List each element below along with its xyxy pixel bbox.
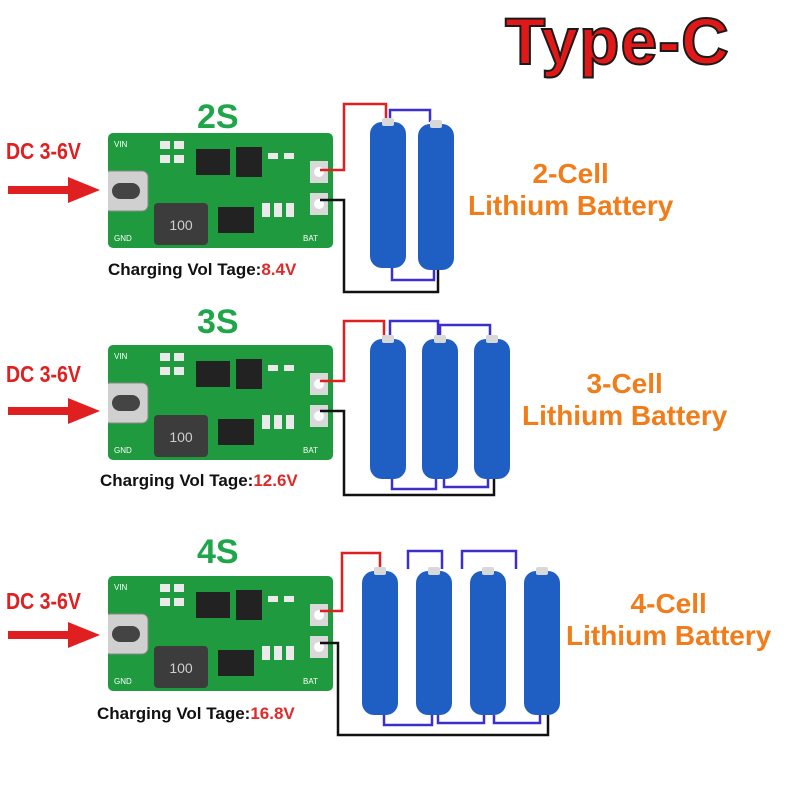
svg-text:GND: GND <box>114 677 132 686</box>
battery-cell-icon <box>370 122 406 268</box>
input-arrow-icon <box>8 622 100 648</box>
voltage-value: 8.4V <box>261 260 297 279</box>
charging-voltage-4s: Charging Vol Tage:16.8V <box>97 704 295 723</box>
charger-board: 100 VIN GND BAT <box>108 345 333 460</box>
battery-pack-3-cell <box>320 319 510 497</box>
battery-pack-2-cell <box>320 102 454 294</box>
charger-board: 100 VIN GND BAT <box>108 133 333 248</box>
battery-pack-4-cell <box>320 549 560 737</box>
section-label-2s: 2S <box>197 98 239 136</box>
inductor-marking: 100 <box>169 429 193 445</box>
cell-label-4: 4-Cell Lithium Battery <box>566 588 771 652</box>
input-voltage-label: DC 3-6V <box>6 361 81 387</box>
cell-count-text: 3-Cell <box>586 368 663 399</box>
inductor-icon <box>154 646 208 688</box>
cell-label-2: 2-Cell Lithium Battery <box>468 158 673 222</box>
inductor-icon <box>154 203 208 245</box>
input-arrow-icon <box>8 177 100 203</box>
inductor-marking: 100 <box>169 660 193 676</box>
cell-type-text: Lithium Battery <box>522 400 728 432</box>
battery-cell-icon <box>470 571 506 715</box>
voltage-value: 16.8V <box>250 704 295 723</box>
charging-voltage-2s: Charging Vol Tage:8.4V <box>108 260 297 279</box>
battery-cell-icon <box>418 124 454 270</box>
input-voltage-label: DC 3-6V <box>6 588 81 614</box>
voltage-value: 12.6V <box>253 471 298 490</box>
inductor-icon <box>154 415 208 457</box>
battery-cell-icon <box>474 339 510 479</box>
svg-text:VIN: VIN <box>114 140 128 149</box>
svg-text:BAT: BAT <box>303 446 318 455</box>
svg-text:VIN: VIN <box>114 583 128 592</box>
cell-type-text: Lithium Battery <box>566 620 772 652</box>
cell-count-text: 4-Cell <box>630 588 707 619</box>
svg-text:BAT: BAT <box>303 677 318 686</box>
svg-text:BAT: BAT <box>303 234 318 243</box>
svg-text:VIN: VIN <box>114 352 128 361</box>
cell-label-3: 3-Cell Lithium Battery <box>522 368 727 432</box>
input-arrow-icon <box>8 398 100 424</box>
cell-type-text: Lithium Battery <box>468 190 674 222</box>
battery-cell-icon <box>422 339 458 479</box>
section-label-4s: 4S <box>197 533 239 571</box>
inductor-marking: 100 <box>169 217 193 233</box>
svg-text:GND: GND <box>114 234 132 243</box>
cell-count-text: 2-Cell <box>532 158 609 189</box>
battery-cell-icon <box>524 571 560 715</box>
battery-cell-icon <box>370 339 406 479</box>
page-title: Type-C <box>504 4 730 78</box>
battery-cell-icon <box>362 571 398 715</box>
ic-chip-icon <box>196 149 230 175</box>
battery-cell-icon <box>416 571 452 715</box>
charging-voltage-3s: Charging Vol Tage:12.6V <box>100 471 298 490</box>
ic-chip-icon <box>196 592 230 618</box>
charger-board: 100 VIN GND BAT <box>108 576 333 691</box>
input-voltage-label: DC 3-6V <box>6 138 81 164</box>
section-label-3s: 3S <box>197 303 239 341</box>
svg-text:GND: GND <box>114 446 132 455</box>
ic-chip-icon <box>196 361 230 387</box>
